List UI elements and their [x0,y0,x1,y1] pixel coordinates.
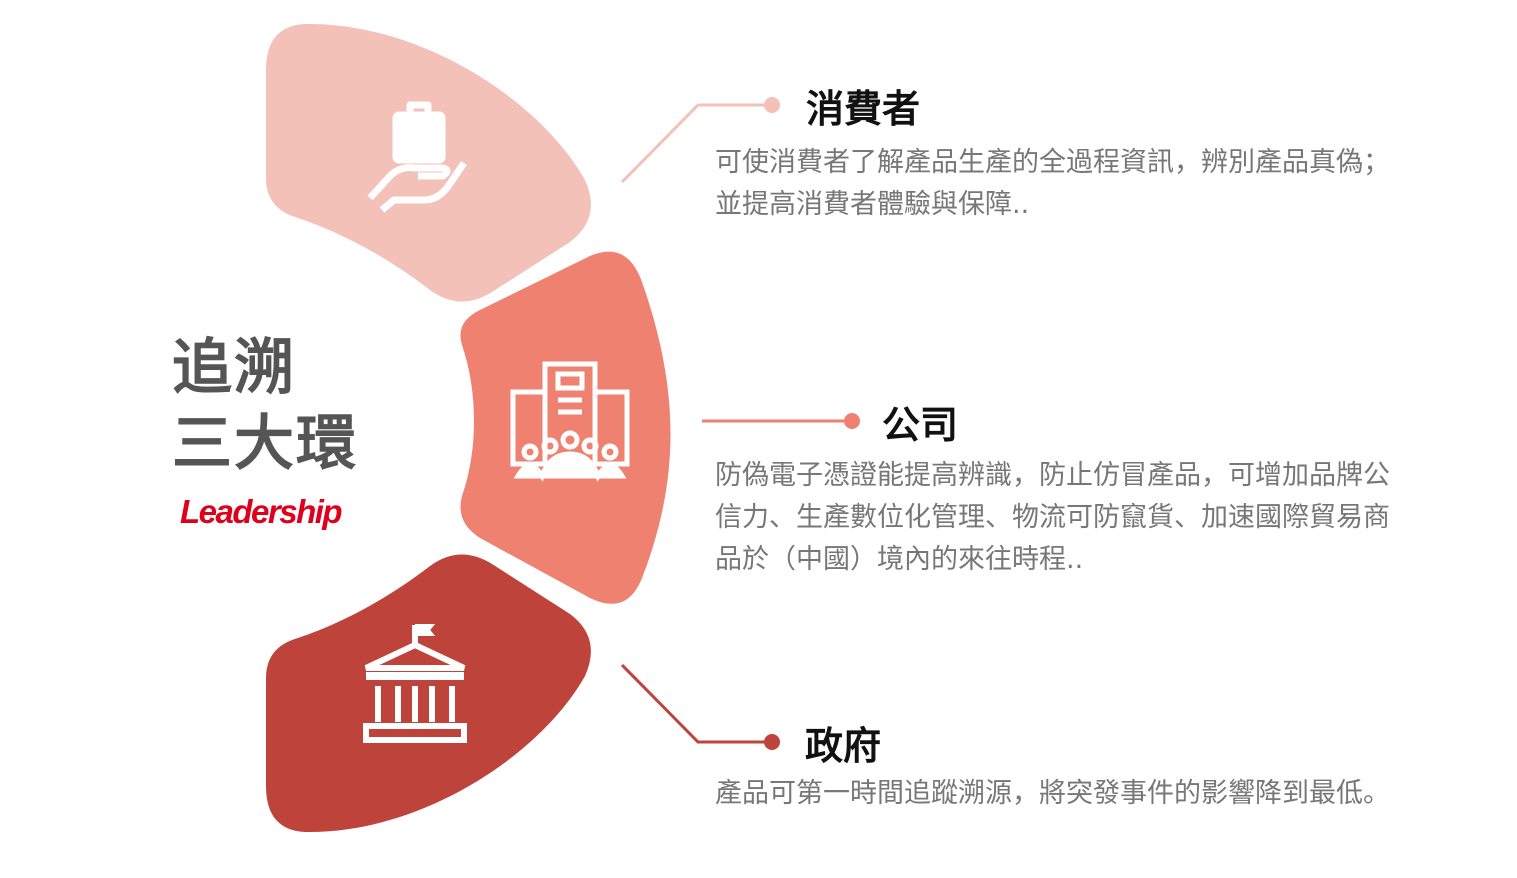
company-heading: 公司 [882,403,959,447]
company-connector [702,413,860,429]
consumer-description: 可使消費者了解產品生產的全過程資訊，辨別產品真偽；並提高消費者體驗與保障.. [715,147,1390,220]
title-line-2: 三大環 [172,409,358,479]
consumer-heading: 消費者 [806,87,921,131]
company-petal [460,251,671,604]
diagram-title: 追溯 三大環 [172,330,358,482]
leadership-logo: Leadership [180,493,343,530]
company-building-people-icon [510,361,630,482]
government-petal [266,554,591,833]
hand-holding-bag-icon [367,101,467,213]
title-line-1: 追溯 [172,333,296,403]
consumer-connector [620,97,780,184]
government-connector [620,663,780,750]
government-description: 產品可第一時間追蹤溯源，將突發事件的影響降到最低。 [715,778,1390,809]
government-building-icon [363,624,467,743]
government-heading: 政府 [805,724,882,768]
company-description: 防偽電子憑證能提高辨識，防止仿冒產品，可增加品牌公信力、生產數位化管理、物流可防… [715,460,1390,575]
